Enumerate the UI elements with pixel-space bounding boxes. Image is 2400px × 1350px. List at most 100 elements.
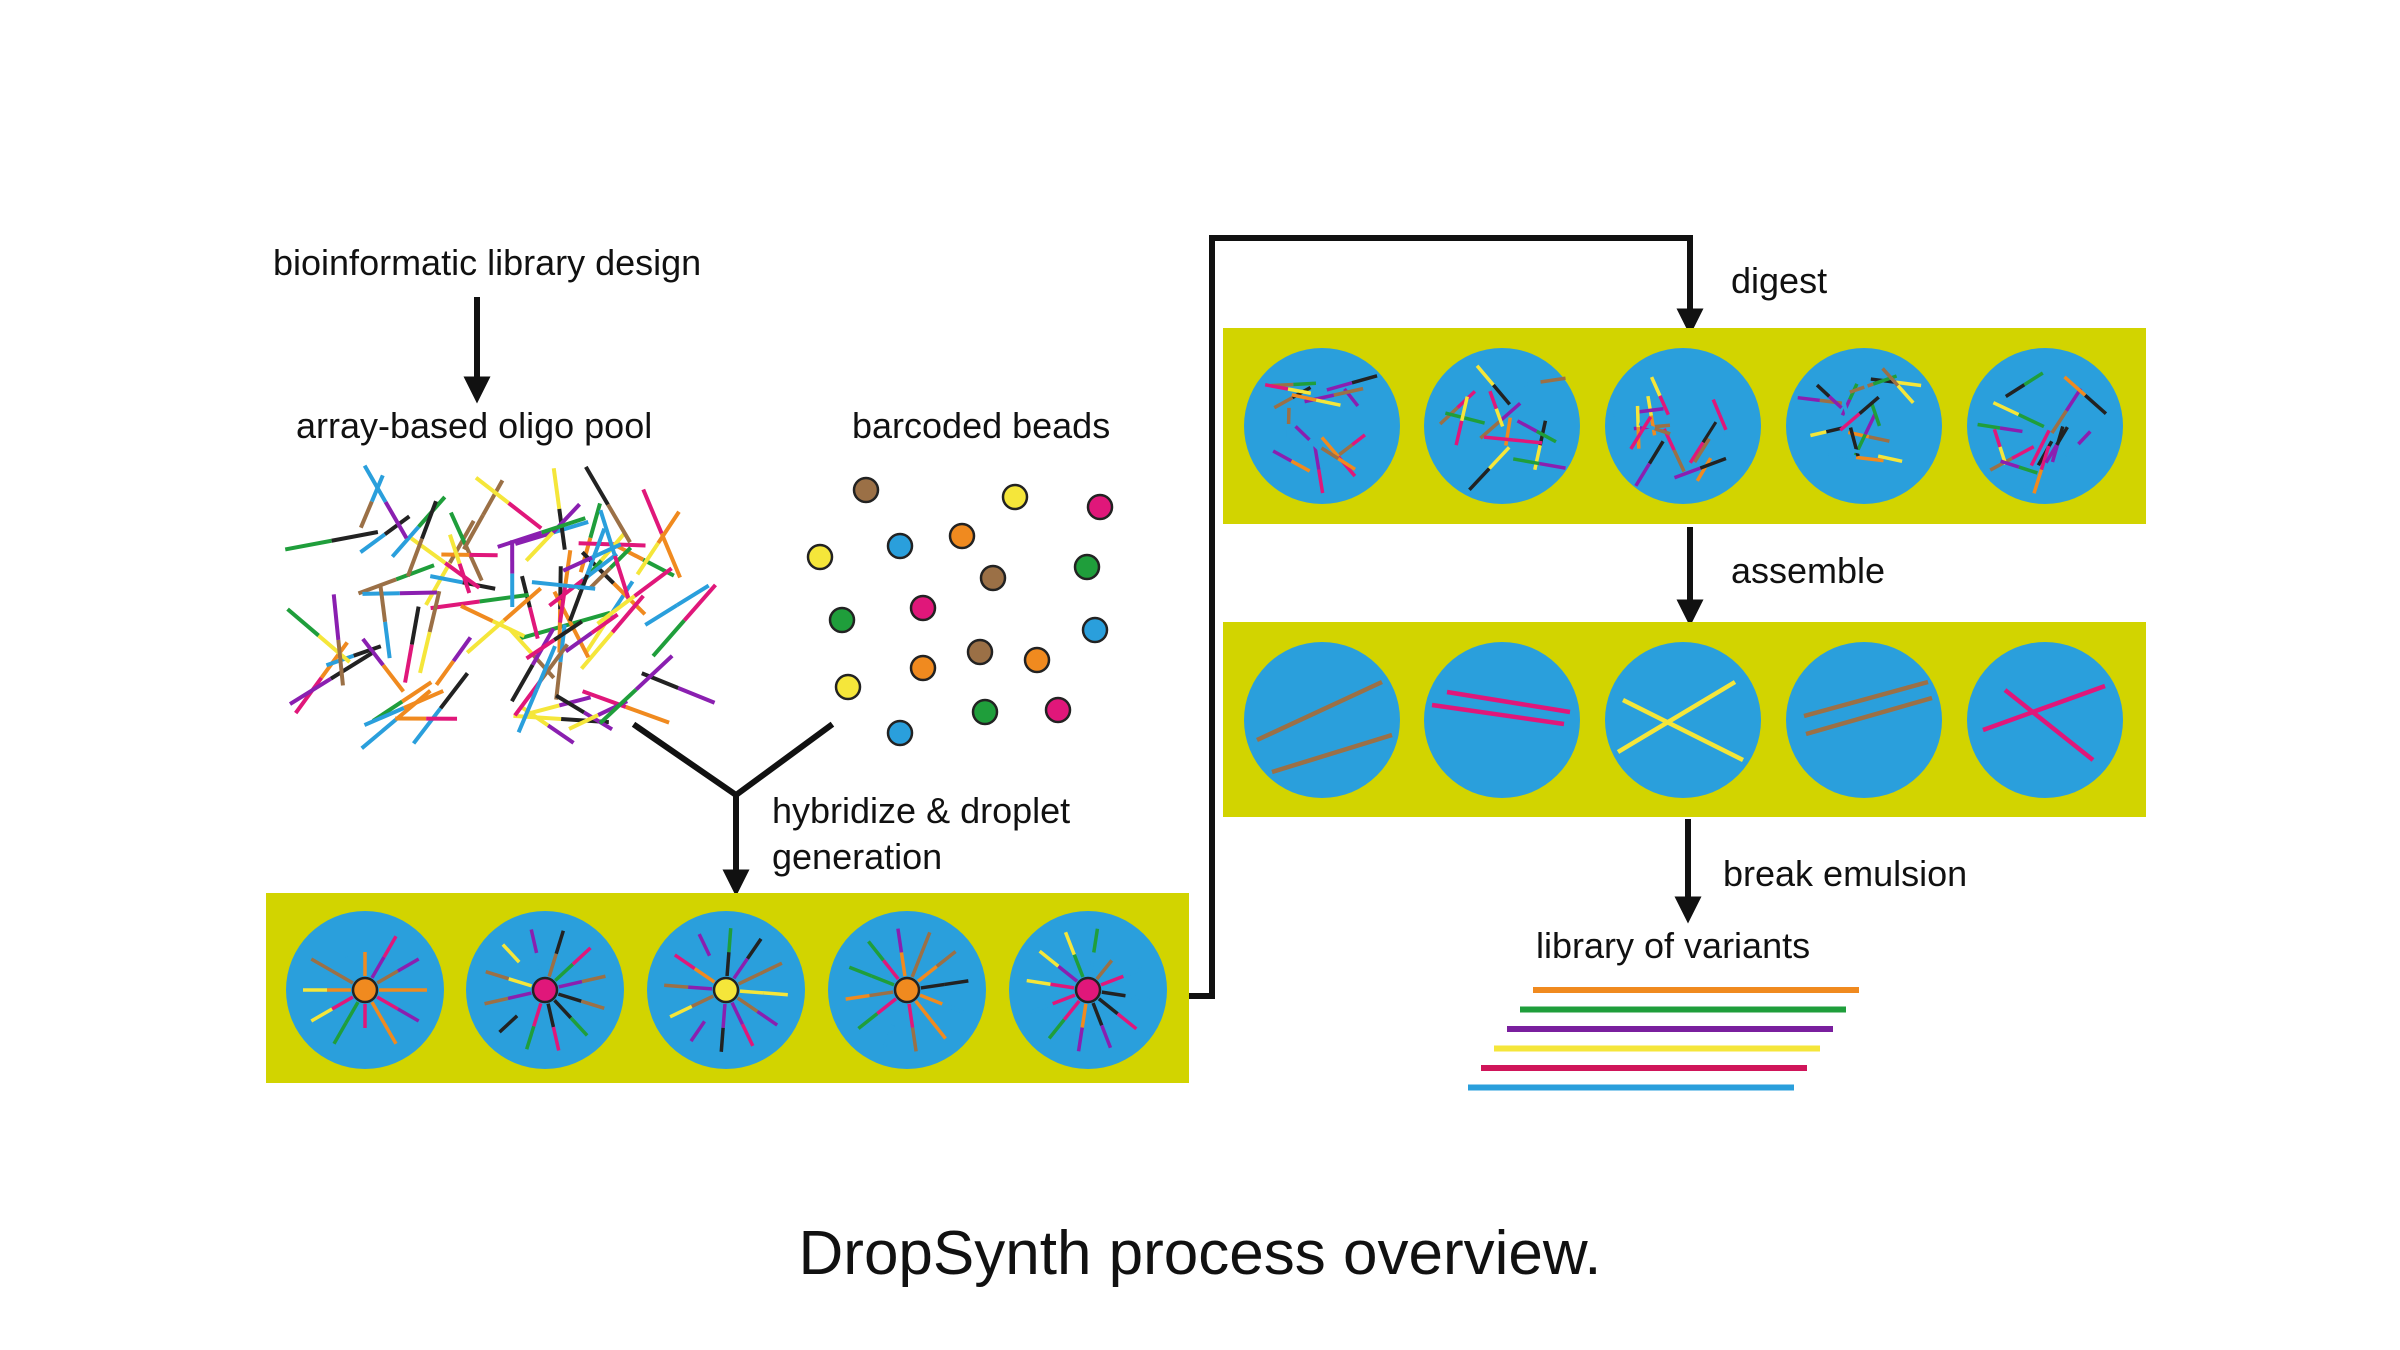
oligo-strand-icon xyxy=(525,1025,536,1050)
oligo-strand-icon xyxy=(1088,952,1096,977)
bead-icon xyxy=(1074,976,1102,1004)
oligo-strand-icon xyxy=(532,1002,543,1027)
oligo-strand-icon xyxy=(689,1020,706,1043)
oligo-strand-icon xyxy=(1494,408,1505,427)
oligo-strand-icon xyxy=(656,510,681,545)
oligo-strand-icon xyxy=(481,479,505,516)
oligo-strand-icon xyxy=(410,536,447,565)
oligo-strand-icon xyxy=(584,465,610,506)
oligo-strand-icon xyxy=(1290,459,1311,473)
oligo-strand-icon xyxy=(319,641,349,679)
oligo-strand-icon xyxy=(1479,419,1502,440)
oligo-strand-icon xyxy=(2065,442,2080,458)
bead-icon xyxy=(1073,553,1101,581)
oligo-strand-icon xyxy=(1992,401,2020,417)
oligo-strand-icon xyxy=(1050,982,1075,990)
oligo-strand-icon xyxy=(2017,413,2045,429)
oligo-strand-icon xyxy=(907,1003,915,1028)
oligo-strand-icon xyxy=(491,619,526,638)
oligo-strand-icon xyxy=(1287,387,1312,395)
oligo-strand-icon xyxy=(1869,402,1882,427)
oligo-strand-icon xyxy=(553,999,573,1020)
oligo-strand-icon xyxy=(534,952,544,977)
oligo-strand-icon xyxy=(1858,395,1880,415)
oligo-strand-icon xyxy=(508,977,533,988)
oligo-strand-icon xyxy=(1080,1003,1088,1028)
oligo-strand-icon xyxy=(857,1012,879,1030)
bead-icon xyxy=(948,522,976,550)
bead-icon xyxy=(531,976,559,1004)
oligo-strand-icon xyxy=(1639,416,1653,434)
oligo-strand-icon xyxy=(405,538,424,578)
oligo-strand-icon xyxy=(1317,469,1325,494)
oligo-strand-icon xyxy=(557,992,582,1003)
oligo-strand-icon xyxy=(1483,360,1494,383)
oligo-strand-icon xyxy=(1629,432,1643,450)
oligo-strand-icon xyxy=(763,991,788,997)
oligo-strand-icon xyxy=(1304,393,1335,404)
oligo-strand-icon xyxy=(869,990,894,998)
oligo-strand-icon xyxy=(2000,459,2020,469)
oligo-strand-icon xyxy=(721,1003,727,1029)
oligo-strand-icon xyxy=(1492,383,1512,406)
oligo-strand-icon xyxy=(1863,412,1877,436)
oligo-strand-icon xyxy=(1805,695,1933,737)
oligo-strand-icon xyxy=(564,631,593,653)
oligo-strand-icon xyxy=(451,636,473,663)
oligo-strand-icon xyxy=(376,969,399,985)
oligo-strand-icon xyxy=(1539,461,1566,470)
oligo-strand-icon xyxy=(370,956,386,979)
label-break-emulsion: break emulsion xyxy=(1723,853,1968,894)
oligo-strand-icon xyxy=(1695,457,1713,482)
oligo-strand-icon xyxy=(1026,978,1051,986)
label-barcoded-beads: barcoded beads xyxy=(852,405,1111,446)
oligo-strand-icon xyxy=(2018,465,2038,475)
oligo-strand-icon xyxy=(310,957,333,973)
oligo-strand-icon xyxy=(2011,445,2035,460)
oligo-strand-icon xyxy=(460,604,494,623)
oligo-strand-icon xyxy=(633,566,673,598)
oligo-strand-icon xyxy=(1459,396,1469,422)
oligo-strand-icon xyxy=(1535,429,1557,444)
oligo-strand-icon xyxy=(732,957,749,980)
oligo-strand-icon xyxy=(675,583,710,607)
oligo-strand-icon xyxy=(596,594,636,626)
oligo-strand-icon xyxy=(920,982,945,990)
oligo-strand-icon xyxy=(1468,467,1491,492)
oligo-strand-icon xyxy=(613,555,632,603)
oligo-strand-icon xyxy=(1063,931,1076,956)
oligo-strand-icon xyxy=(896,928,904,953)
oligo-strand-icon xyxy=(2077,430,2092,446)
oligo-strand-icon xyxy=(1338,443,1354,456)
oligo-strand-icon xyxy=(558,586,568,623)
oligo-strand-icon xyxy=(363,706,405,727)
oligo-strand-icon xyxy=(1672,449,1686,473)
oligo-strand-icon xyxy=(370,1001,386,1024)
oligo-strand-icon xyxy=(1701,421,1718,444)
oligo-strand-icon xyxy=(344,1001,360,1024)
oligo-strand-icon xyxy=(590,612,619,635)
bead-icon xyxy=(909,654,937,682)
oligo-strand-icon xyxy=(1095,959,1114,981)
oligo-strand-icon xyxy=(1646,395,1653,416)
oligo-strand-icon xyxy=(527,703,560,716)
oligo-strand-icon xyxy=(418,631,432,674)
oligo-strand-icon xyxy=(358,500,374,529)
oligo-strand-icon xyxy=(588,502,602,539)
oligo-strand-icon xyxy=(562,555,593,573)
bead-icon xyxy=(806,543,834,571)
oligo-strand-icon xyxy=(871,974,895,987)
oligo-strand-icon xyxy=(1337,457,1356,471)
bead-icon xyxy=(893,976,921,1004)
oligo-strand-icon xyxy=(1616,680,1737,754)
oligo-strand-icon xyxy=(1895,380,1922,388)
oligo-strand-icon xyxy=(571,946,592,966)
oligo-strand-icon xyxy=(569,1016,589,1037)
oligo-strand-icon xyxy=(1100,1024,1113,1049)
oligo-strand-icon xyxy=(919,931,932,956)
oligo-strand-icon xyxy=(557,508,567,550)
oligo-strand-icon xyxy=(1649,376,1662,397)
oligo-strand-icon xyxy=(378,585,388,623)
oligo-strand-icon xyxy=(568,713,599,731)
oligo-strand-icon xyxy=(2023,371,2044,387)
